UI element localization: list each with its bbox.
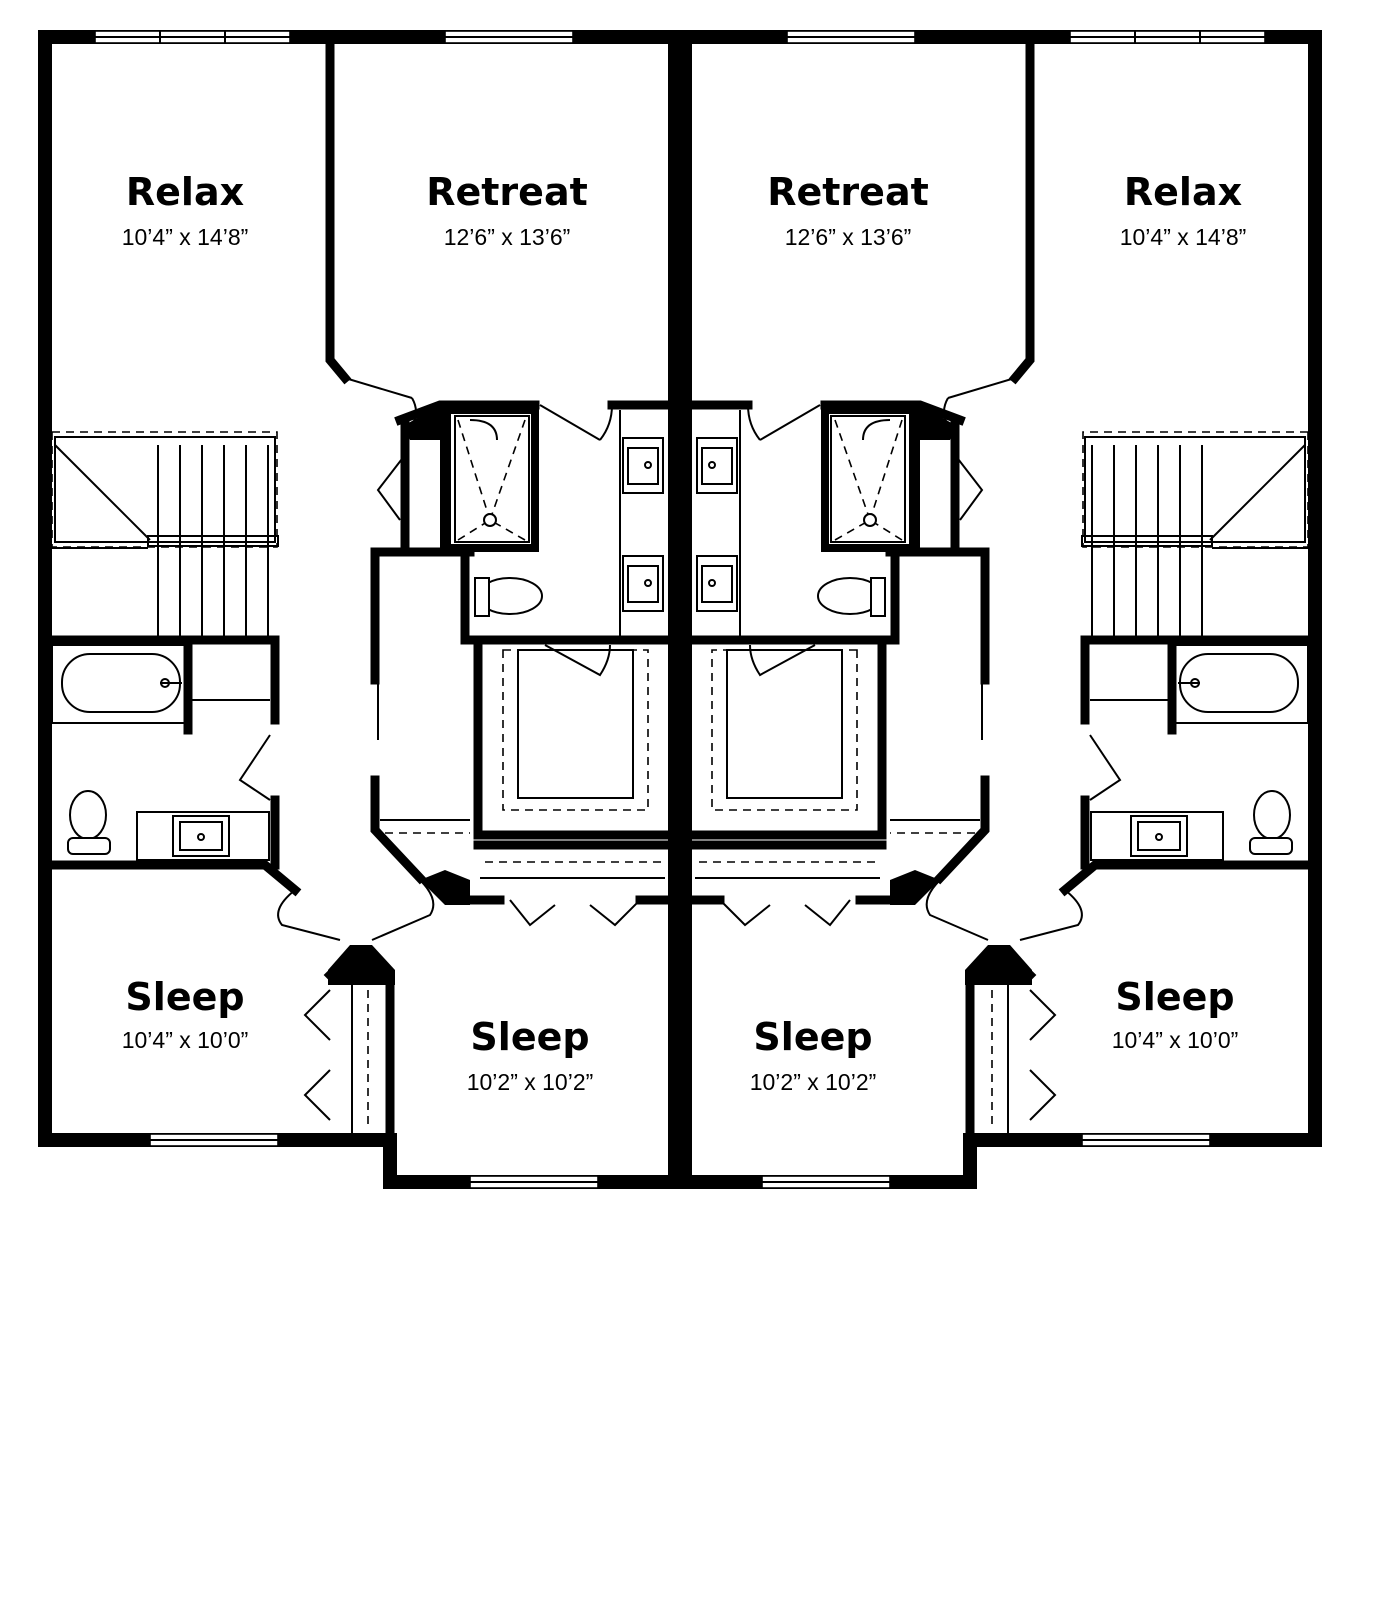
room-dimensions: 10’2” x 10’2”	[467, 1069, 594, 1095]
room-retreat-right: Retreat 12’6” x 13’6”	[767, 170, 929, 250]
room-name: Sleep	[125, 975, 244, 1019]
room-dimensions: 10’4” x 10’0”	[122, 1027, 249, 1053]
room-sleep-left: Sleep 10’4” x 10’0”	[122, 975, 249, 1053]
room-name: Retreat	[767, 170, 929, 214]
room-dimensions: 12’6” x 13’6”	[785, 224, 912, 250]
room-dimensions: 10’4” x 14’8”	[1120, 224, 1247, 250]
room-retreat-left: Retreat 12’6” x 13’6”	[426, 170, 588, 250]
room-relax-right: Relax 10’4” x 14’8”	[1120, 170, 1247, 250]
room-name: Sleep	[470, 1015, 589, 1059]
room-dimensions: 12’6” x 13’6”	[444, 224, 571, 250]
room-dimensions: 10’2” x 10’2”	[750, 1069, 877, 1095]
room-sleep-right: Sleep 10’4” x 10’0”	[1112, 975, 1239, 1053]
room-dimensions: 10’4” x 10’0”	[1112, 1027, 1239, 1053]
room-name: Sleep	[1115, 975, 1234, 1019]
room-relax-left: Relax 10’4” x 14’8”	[122, 170, 249, 250]
room-dimensions: 10’4” x 14’8”	[122, 224, 249, 250]
room-name: Retreat	[426, 170, 588, 214]
room-sleep-center-right: Sleep 10’2” x 10’2”	[750, 1015, 877, 1095]
room-name: Relax	[1124, 170, 1242, 214]
room-sleep-center-left: Sleep 10’2” x 10’2”	[467, 1015, 594, 1095]
room-name: Sleep	[753, 1015, 872, 1059]
room-name: Relax	[126, 170, 244, 214]
